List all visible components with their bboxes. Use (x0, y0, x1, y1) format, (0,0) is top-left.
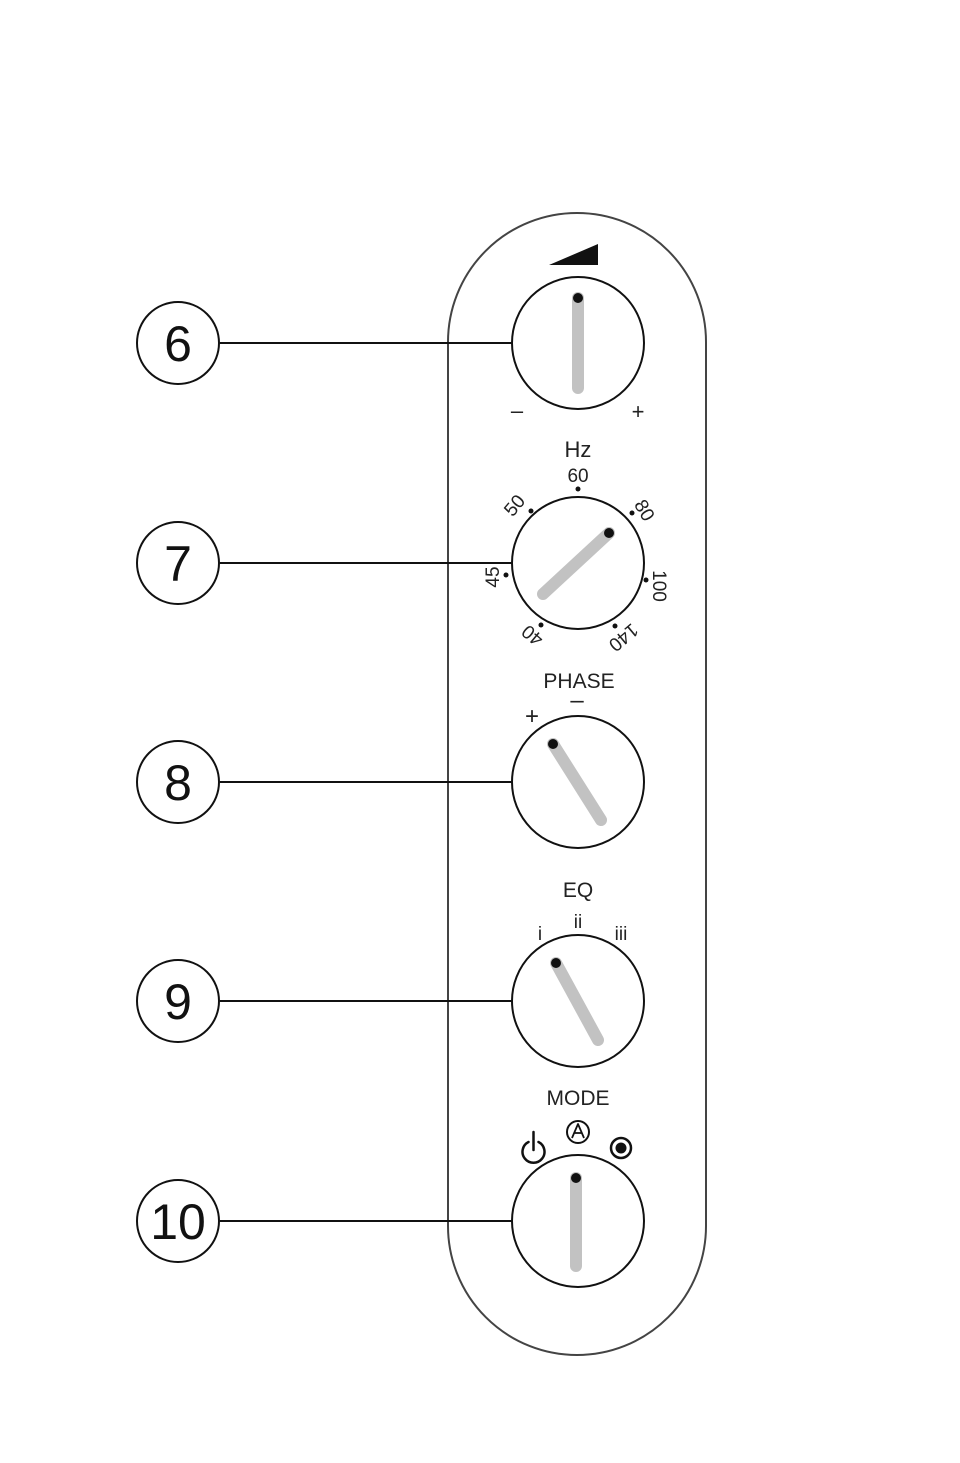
mode-title: MODE (547, 1087, 610, 1110)
volume-plus-label: + (632, 399, 645, 424)
phase-plus-label: + (525, 703, 539, 730)
scale-dot-40 (538, 622, 544, 628)
control-panel-outline (447, 212, 707, 1356)
eq-position-iii: iii (615, 924, 628, 945)
volume-knob-indicator-dot (573, 293, 583, 303)
power-icon (521, 1130, 546, 1165)
mode-control: MODE (511, 1087, 645, 1288)
on-dot-icon (609, 1136, 633, 1160)
callout-number: 6 (164, 316, 192, 372)
scale-label-140: 140 (604, 619, 642, 655)
scale-label-45: 45 (483, 566, 504, 587)
phase-knob-pointer (547, 738, 607, 826)
phase-control: PHASE + – (511, 670, 645, 849)
callout-number: 9 (164, 974, 192, 1030)
phase-knob-indicator-dot (548, 739, 558, 749)
phase-title: PHASE (543, 670, 614, 693)
scale-label-80: 80 (629, 496, 658, 525)
eq-control: EQ i ii iii (511, 879, 645, 1068)
scale-label-50: 50 (500, 491, 530, 521)
eq-knob-indicator-dot (551, 958, 561, 968)
mode-knob-indicator-dot (571, 1173, 581, 1183)
scale-dot-45 (503, 572, 509, 578)
eq-position-ii: ii (574, 912, 582, 933)
auto-a-icon (566, 1120, 590, 1144)
crossover-knob-pointer (537, 527, 615, 600)
eq-position-i: i (538, 924, 542, 945)
eq-title: EQ (563, 879, 593, 902)
scale-dot-50 (528, 508, 534, 514)
volume-ramp-icon (549, 244, 598, 265)
volume-minus-label: – (511, 398, 524, 423)
crossover-knob-indicator-dot (604, 528, 614, 538)
crossover-control: Hz 60 50 80 45 100 40 140 (483, 437, 669, 655)
volume-control: – + (511, 244, 645, 424)
scale-dot-140 (612, 623, 618, 629)
scale-dot-60 (575, 486, 581, 492)
scale-label-100: 100 (648, 570, 669, 602)
scale-label-60: 60 (567, 466, 588, 487)
callout-number: 10 (150, 1194, 206, 1250)
callout-number: 8 (164, 755, 192, 811)
callout-7: 7 (136, 521, 578, 605)
eq-knob-pointer (550, 957, 604, 1046)
phase-minus-label: – (570, 687, 584, 714)
scale-dot-100 (643, 577, 649, 583)
crossover-title: Hz (565, 437, 592, 462)
scale-dot-80 (629, 510, 635, 516)
callout-number: 7 (164, 536, 192, 592)
